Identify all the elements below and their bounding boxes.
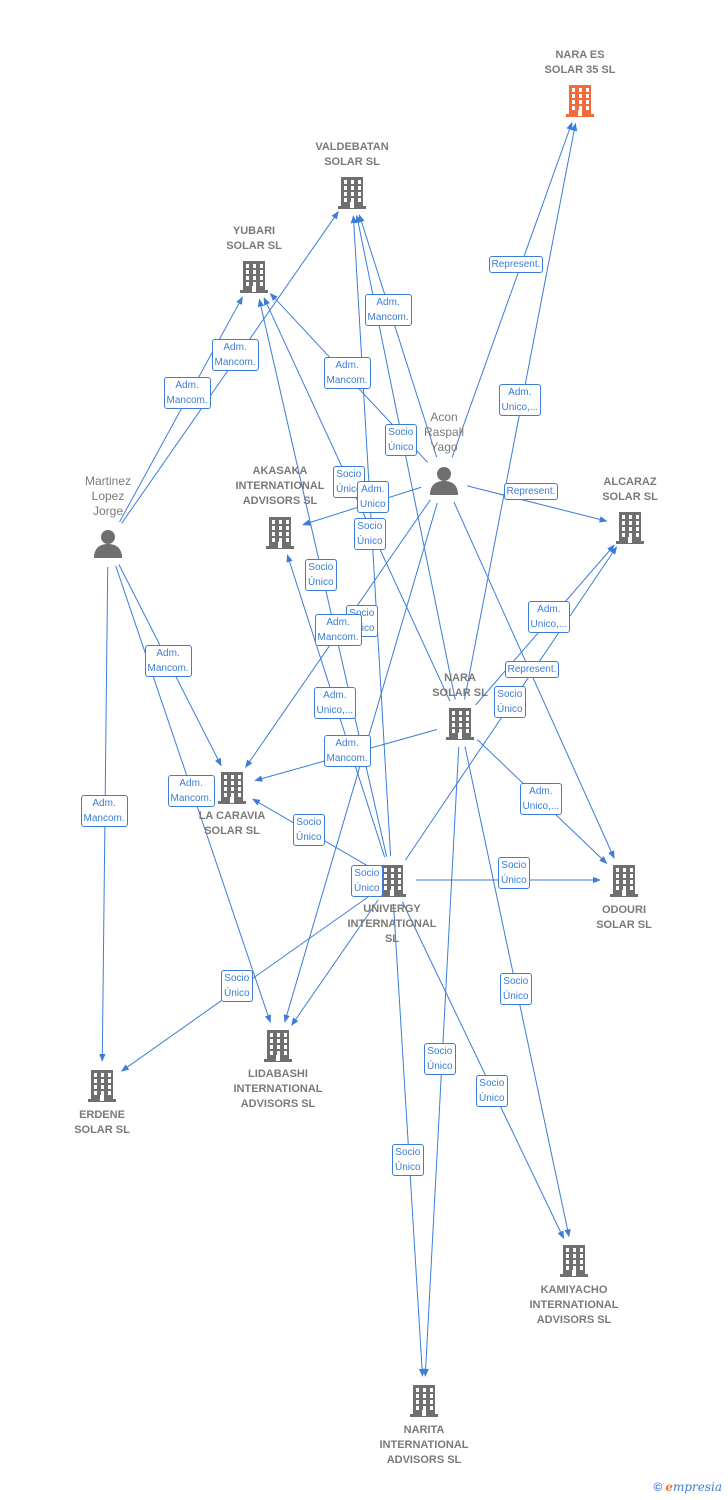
edge-label[interactable]: Adm. Unico [357, 481, 389, 513]
edge-univergy-to-lidabashi [291, 899, 379, 1026]
edge-label[interactable]: Adm. Unico,... [313, 687, 357, 719]
node-label-yubari[interactable]: YUBARI SOLAR SL [226, 225, 282, 252]
building-icon[interactable] [616, 510, 644, 549]
edge-label[interactable]: Socio Único [494, 686, 526, 718]
building-icon[interactable] [264, 1028, 292, 1067]
edge-label[interactable]: Socio Único [351, 865, 383, 897]
building-icon[interactable] [560, 1243, 588, 1282]
edge-acon-to-nara_es [451, 121, 573, 458]
building-icon[interactable] [446, 706, 474, 745]
node-label-odouri[interactable]: ODOURI SOLAR SL [596, 904, 652, 931]
edge-label[interactable]: Adm. Mancom. [364, 294, 412, 326]
edge-acon-to-alcaraz [467, 485, 608, 523]
edge-label[interactable]: Adm. Mancom. [144, 645, 192, 677]
edge-label[interactable]: Socio Único [476, 1075, 508, 1107]
node-label-nara_es[interactable]: NARA ES SOLAR 35 SL [544, 49, 616, 76]
edge-label[interactable]: Adm. Unico,... [498, 384, 542, 416]
edge-label[interactable]: Socio Único [498, 857, 530, 889]
node-label-lacaravia[interactable]: LA CARAVIA SOLAR SL [198, 810, 266, 837]
edge-martinez-to-yubari [119, 296, 243, 523]
building-icon[interactable] [218, 770, 246, 809]
edge-label[interactable]: Adm. Mancom. [211, 339, 259, 371]
building-icon[interactable] [88, 1068, 116, 1107]
edge-label[interactable]: Adm. Mancom. [163, 377, 211, 409]
node-label-lidabashi[interactable]: LIDABASHI INTERNATIONAL ADVISORS SL [233, 1068, 323, 1110]
edge-label[interactable]: Adm. Mancom. [167, 775, 215, 807]
node-label-acon[interactable]: Acon Raspall Yago [423, 410, 465, 454]
edge-acon-to-odouri [453, 501, 615, 859]
building-icon[interactable] [566, 83, 594, 122]
building-icon[interactable] [378, 863, 406, 902]
node-label-nara[interactable]: NARA SOLAR SL [432, 672, 488, 699]
node-label-univergy[interactable]: UNIVERGY INTERNATIONAL SL [347, 903, 437, 945]
copyright-symbol: © [653, 1480, 663, 1494]
edge-label[interactable]: Socio Único [392, 1144, 424, 1176]
edge-acon-to-valdebatan [358, 214, 438, 458]
edge-label[interactable]: Adm. Unico,... [519, 783, 563, 815]
edge-label[interactable]: Socio Único [305, 559, 337, 591]
building-icon[interactable] [338, 175, 366, 214]
node-label-kamiyacho[interactable]: KAMIYACHO INTERNATIONAL ADVISORS SL [529, 1284, 619, 1326]
edge-univergy-to-narita [392, 903, 426, 1377]
footer-brand[interactable]: ©empresia [653, 1480, 722, 1494]
edge-label[interactable]: Adm. Mancom. [314, 614, 362, 646]
node-label-narita[interactable]: NARITA INTERNATIONAL ADVISORS SL [379, 1424, 469, 1466]
edge-label[interactable]: Socio Único [385, 424, 417, 456]
node-label-erdene[interactable]: ERDENE SOLAR SL [74, 1109, 130, 1136]
edge-label[interactable]: Socio Único [221, 970, 253, 1002]
edge-label[interactable]: Represent. [488, 255, 544, 273]
edge-univergy-to-kamiyacho [401, 901, 565, 1240]
edge-label[interactable]: Socio Único [293, 814, 325, 846]
node-label-akasaka[interactable]: AKASAKA INTERNATIONAL ADVISORS SL [235, 465, 325, 507]
building-icon[interactable] [610, 863, 638, 902]
building-icon[interactable] [410, 1383, 438, 1422]
building-icon[interactable] [266, 515, 294, 554]
edge-label[interactable]: Represent. [504, 660, 560, 678]
edge-label[interactable]: Adm. Mancom. [323, 735, 371, 767]
person-icon[interactable] [93, 528, 123, 563]
edge-label[interactable]: Adm. Mancom. [323, 357, 371, 389]
empresia-logo: empresia [665, 1480, 722, 1494]
node-label-martinez[interactable]: Martinez Lopez Jorge [84, 474, 131, 518]
person-icon[interactable] [429, 465, 459, 500]
edge-label[interactable]: Socio Único [500, 973, 532, 1005]
edge-label[interactable]: Adm. Mancom. [80, 795, 128, 827]
building-icon[interactable] [240, 259, 268, 298]
edge-label[interactable]: Socio Único [424, 1043, 456, 1075]
edge-label[interactable]: Adm. Unico,... [527, 601, 571, 633]
edge-label[interactable]: Represent. [503, 482, 559, 500]
node-label-alcaraz[interactable]: ALCARAZ SOLAR SL [602, 476, 658, 503]
node-label-valdebatan[interactable]: VALDEBATAN SOLAR SL [315, 141, 389, 168]
edge-label[interactable]: Socio Único [354, 518, 386, 550]
